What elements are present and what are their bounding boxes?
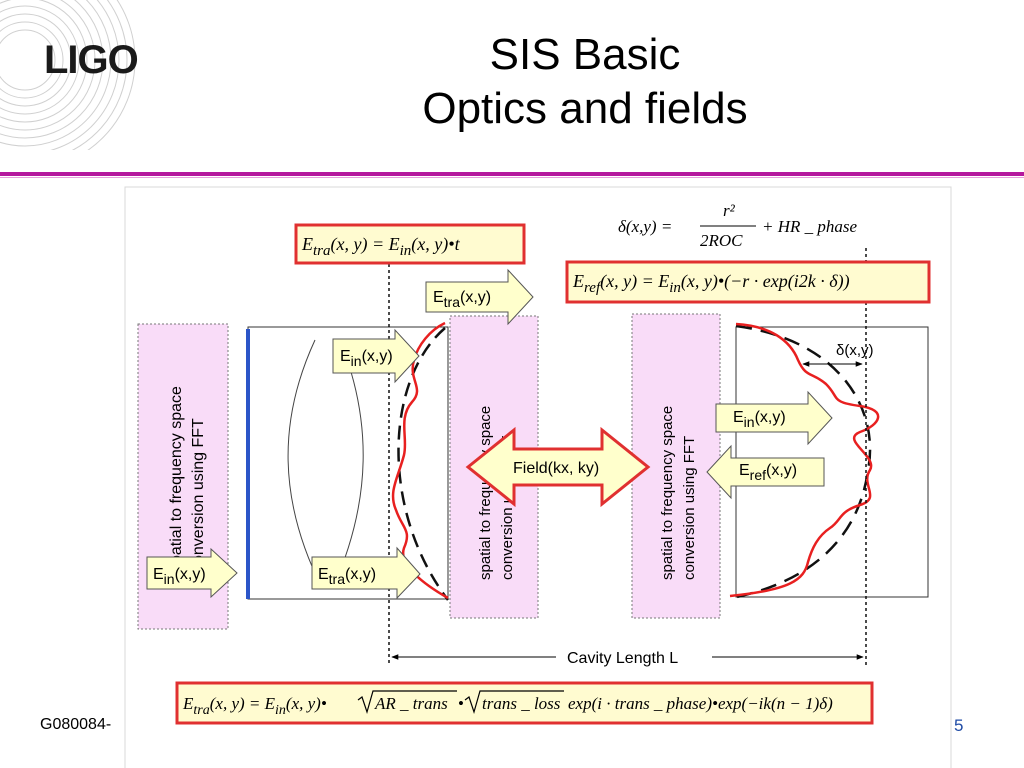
bottom-equation-rhs: exp(i · trans _ phase)•exp(−ik(n − 1)δ) — [568, 694, 833, 713]
ligo-logo: LIGO — [44, 38, 139, 82]
title-line-2: Optics and fields — [422, 84, 748, 133]
e-ref-equation-box — [565, 260, 931, 304]
e-tra-equation: Etra(x, y) = Ein(x, y)•t — [301, 234, 461, 259]
left-mirror-profile — [397, 327, 449, 601]
e-in-right-arrow — [715, 390, 833, 446]
delta-equation-num: r² — [723, 201, 736, 220]
ligo-logo-arcs — [0, 0, 136, 150]
middle-fft-label-1: spatial to frequency space — [477, 406, 494, 580]
e-in-left-label: Ein(x,y) — [153, 566, 206, 587]
bottom-equation-box — [175, 681, 874, 725]
sqrt-sign-1 — [357, 690, 457, 715]
e-tra-equation-box — [294, 223, 526, 265]
page-number: 5 — [954, 716, 964, 735]
left-fft-label-2: conversion using FFT — [190, 418, 207, 572]
right-fft-label-2: conversion using FFT — [681, 436, 698, 580]
end-field-profile — [729, 322, 880, 598]
e-tra-top-arrow — [425, 268, 534, 326]
delta-equation-lhs: δ(x,y) = — [618, 217, 672, 236]
left-fft-label-1: spatial to frequency space — [168, 386, 185, 572]
document-id: G080084- — [40, 716, 112, 733]
title-line-1: SIS Basic — [489, 30, 681, 79]
lens-left-edge — [287, 339, 323, 589]
bottom-dot: • — [458, 694, 464, 713]
e-ref-right-label: Eref(x,y) — [739, 462, 797, 483]
slide-title: SIS Basic Optics and fields — [340, 28, 830, 136]
cavity-length-label: Cavity Length L — [567, 650, 678, 667]
e-ref-equation: Eref(x, y) = Ein(x, y)•(−r · exp(i2k · δ… — [572, 271, 850, 296]
delta-equation-rhs: + HR _ phase — [762, 217, 857, 236]
e-in-left-arrow — [146, 547, 238, 599]
e-in-mid-arrow — [332, 328, 420, 384]
e-in-right-label: Ein(x,y) — [733, 409, 786, 430]
delta-equation-den: 2ROC — [700, 231, 743, 250]
optics-diagram: spatial to frequency space conversion us… — [124, 186, 952, 768]
title-divider-shadow — [0, 177, 1024, 178]
field-label: Field(kx, ky) — [513, 460, 599, 477]
e-tra-bottom-label: Etra(x,y) — [318, 566, 376, 587]
bottom-sqrt-2: trans _ loss — [482, 694, 561, 713]
field-double-arrow — [465, 426, 651, 508]
bottom-sqrt-1: AR _ trans — [374, 694, 448, 713]
delta-label: δ(x,y) — [836, 342, 874, 359]
e-ref-right-arrow — [706, 444, 825, 500]
e-tra-bottom-arrow — [311, 546, 421, 600]
sqrt-sign-2 — [464, 690, 564, 715]
end-mirror-profile — [731, 324, 872, 600]
right-fft-label-1: spatial to frequency space — [659, 406, 676, 580]
bottom-equation: Etra(x, y) = Ein(x, y)• — [182, 694, 327, 718]
title-divider — [0, 172, 1024, 176]
e-in-mid-label: Ein(x,y) — [340, 348, 393, 369]
e-tra-top-label: Etra(x,y) — [433, 289, 491, 310]
